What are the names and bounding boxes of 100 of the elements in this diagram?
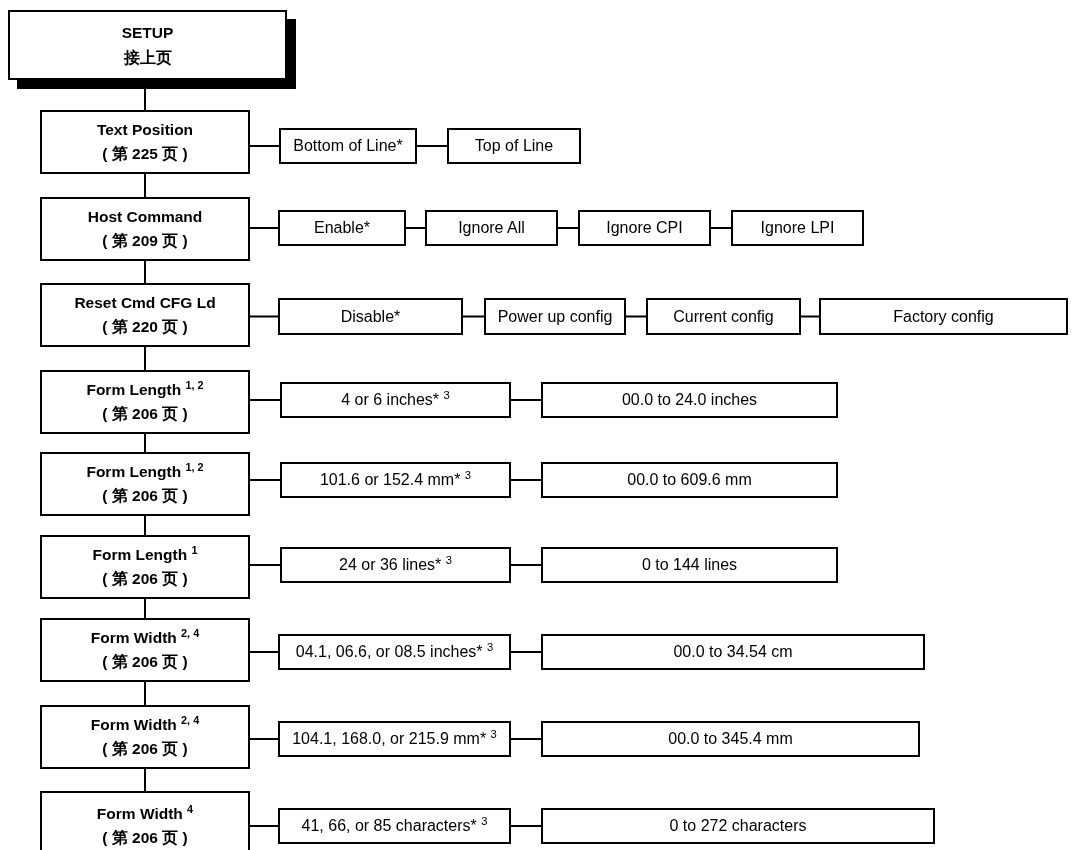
connector-line xyxy=(510,479,542,481)
setting-name: Text Position xyxy=(96,120,194,140)
option-text: Ignore CPI xyxy=(606,219,683,237)
option-box xyxy=(541,382,838,418)
option-text: 4 or 6 inches* $^{3}$ xyxy=(341,391,450,409)
page-reference: ( 第 206 页 ) xyxy=(102,652,188,672)
option-box xyxy=(541,634,925,670)
connector-line xyxy=(710,227,732,229)
setting-name: Form Width $^{2, 4}$ xyxy=(90,626,200,648)
option-text: 0 to 144 lines xyxy=(641,556,738,574)
connector-line xyxy=(249,738,279,740)
setting-name: Form Length $^{1}$ xyxy=(92,543,198,565)
option-text: 00.0 to 24.0 inches xyxy=(621,391,758,409)
option-text: Current config xyxy=(673,307,774,326)
connector-line xyxy=(249,825,279,827)
connector-line xyxy=(144,88,146,111)
connector-line xyxy=(510,399,542,401)
option-text: 41, 66, or 85 characters* $^{3}$ xyxy=(301,817,488,835)
option-box xyxy=(278,210,406,246)
option-box xyxy=(541,462,838,498)
page-reference: ( 第 220 页 ) xyxy=(102,317,188,337)
connector-line xyxy=(144,173,146,198)
option-text: 0 to 272 characters xyxy=(669,817,807,835)
page-reference: ( 第 206 页 ) xyxy=(102,569,188,589)
option-text: Factory config xyxy=(893,307,994,326)
option-text: Ignore All xyxy=(458,219,525,237)
setting-box xyxy=(40,791,250,850)
setting-name: Form Width $^{2, 4}$ xyxy=(90,713,200,735)
connector-line xyxy=(800,315,820,318)
page-reference: ( 第 209 页 ) xyxy=(102,231,188,251)
continued-note: 接上页 xyxy=(123,48,172,68)
connector-line xyxy=(249,399,281,401)
option-box xyxy=(731,210,864,246)
connector-line xyxy=(249,315,279,318)
option-text: Ignore LPI xyxy=(760,219,835,237)
setting-box xyxy=(40,705,250,769)
option-text: Bottom of Line* xyxy=(293,137,403,155)
connector-line xyxy=(557,227,579,229)
connector-line xyxy=(510,738,542,740)
option-text: 104.1, 168.0, or 215.9 mm* $^{3}$ xyxy=(292,730,497,748)
setting-box xyxy=(40,535,250,599)
connector-line xyxy=(510,564,542,566)
option-box xyxy=(278,808,511,844)
page-reference: ( 第 225 页 ) xyxy=(102,144,188,164)
connector-line xyxy=(405,227,426,229)
option-box xyxy=(278,721,511,757)
page-reference: ( 第 206 页 ) xyxy=(102,486,188,506)
option-box xyxy=(541,808,935,844)
option-box xyxy=(280,382,511,418)
connector-line xyxy=(416,145,448,147)
option-box xyxy=(541,547,838,583)
option-text: 00.0 to 34.54 cm xyxy=(673,643,793,661)
connector-line xyxy=(144,433,146,453)
page-reference: ( 第 206 页 ) xyxy=(102,404,188,424)
connector-line xyxy=(625,315,647,318)
option-box xyxy=(278,298,463,335)
connector-line xyxy=(144,598,146,619)
connector-line xyxy=(510,825,542,827)
option-text: Power up config xyxy=(497,307,613,326)
setting-name: Reset Cmd CFG Ld xyxy=(74,293,216,313)
option-box xyxy=(279,128,417,164)
setting-name: Form Width $^{4}$ xyxy=(96,802,194,824)
connector-line xyxy=(510,651,542,653)
setting-box xyxy=(40,110,250,174)
connector-line xyxy=(249,227,279,229)
option-box xyxy=(646,298,801,335)
option-box xyxy=(578,210,711,246)
connector-line xyxy=(144,768,146,792)
option-box xyxy=(484,298,626,335)
setting-box xyxy=(40,370,250,434)
option-text: 24 or 36 lines* $^{3}$ xyxy=(339,556,452,574)
option-box xyxy=(280,462,511,498)
connector-line xyxy=(462,315,485,318)
option-text: 00.0 to 345.4 mm xyxy=(668,730,793,748)
setting-name: Form Length $^{1, 2}$ xyxy=(86,460,204,482)
setting-name: Form Length $^{1, 2}$ xyxy=(86,378,204,400)
option-text: 101.6 or 152.4 mm* $^{3}$ xyxy=(319,471,472,489)
setting-box xyxy=(40,452,250,516)
setting-box xyxy=(40,197,250,261)
title-text: SETUP xyxy=(121,23,174,43)
page-reference: ( 第 206 页 ) xyxy=(102,828,188,848)
option-text: Top of Line xyxy=(474,137,554,155)
setting-box xyxy=(40,283,250,347)
setting-name: Host Command xyxy=(87,207,203,227)
connector-line xyxy=(249,479,281,481)
option-box xyxy=(425,210,558,246)
option-text: 00.0 to 609.6 mm xyxy=(627,471,752,489)
option-text: 04.1, 06.6, or 08.5 inches* $^{3}$ xyxy=(295,643,494,661)
connector-line xyxy=(144,346,146,371)
connector-line xyxy=(144,681,146,706)
connector-line xyxy=(144,515,146,536)
setting-box xyxy=(40,618,250,682)
option-box xyxy=(819,298,1068,335)
option-text: Disable* xyxy=(340,307,401,326)
option-box xyxy=(278,634,511,670)
option-box xyxy=(280,547,511,583)
page-reference: ( 第 206 页 ) xyxy=(102,739,188,759)
connector-line xyxy=(249,145,280,147)
option-box xyxy=(447,128,581,164)
connector-line xyxy=(144,260,146,284)
